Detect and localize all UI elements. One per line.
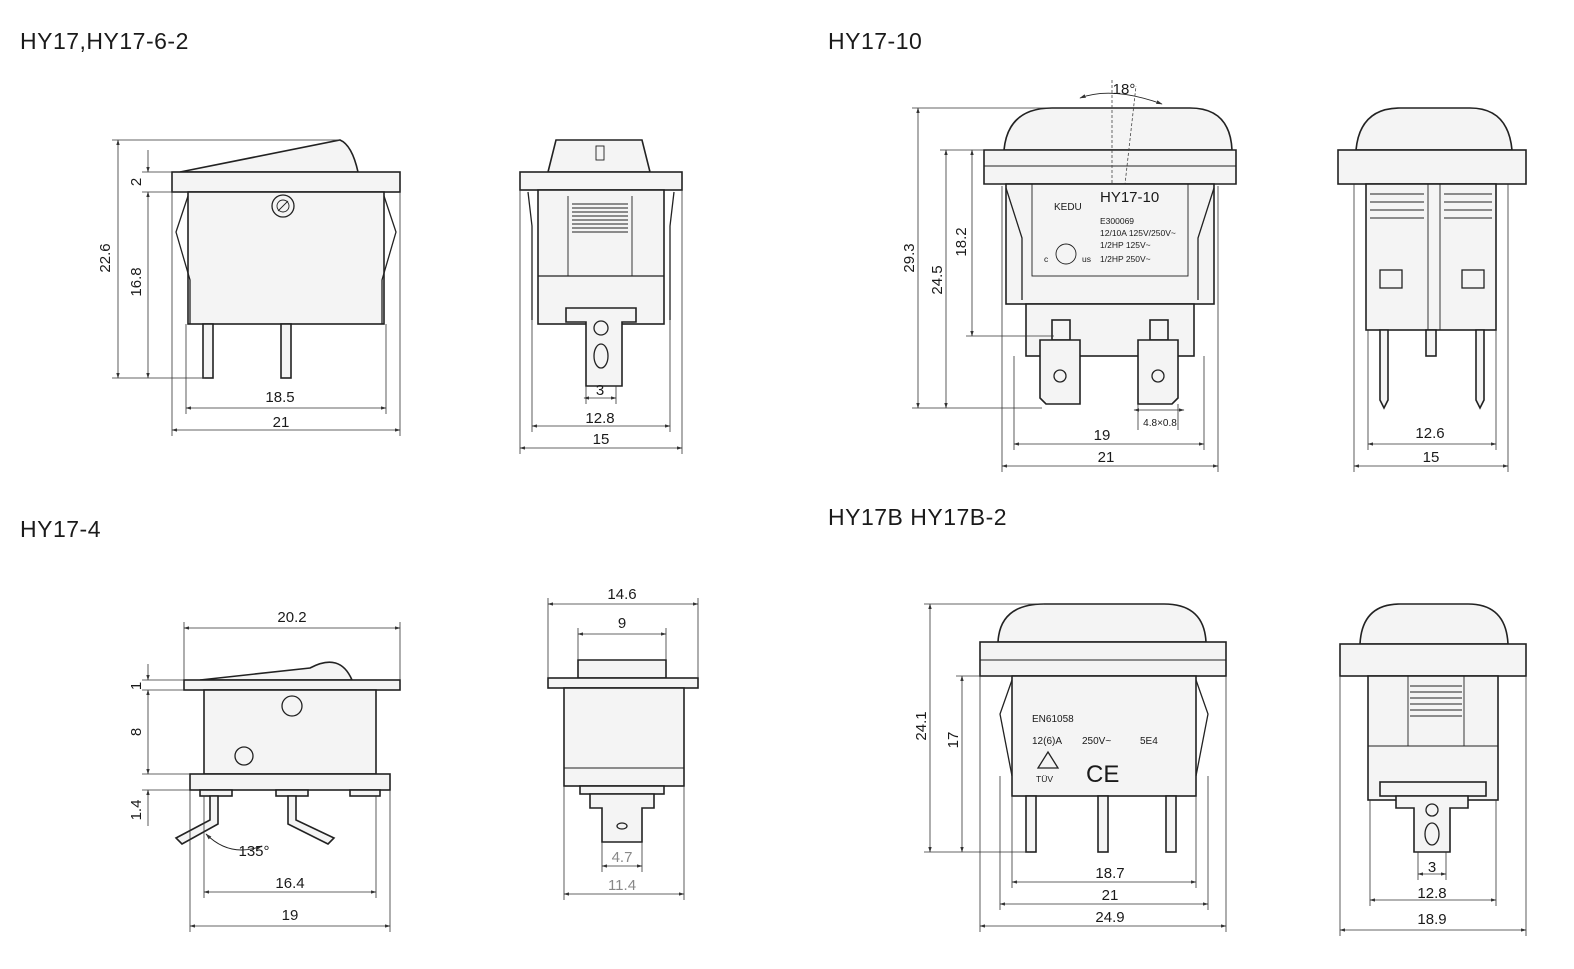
hy17-10-rocker-angle: 18° [1113,81,1136,98]
hy17b-label-standard: EN61058 [1032,714,1074,725]
section-title-hy17: HY17,HY17-6-2 [20,28,189,54]
hy17b-front-view: EN61058 12(6)A 250V~ 5E4 TÜV CE 24.1 17 … [913,603,1227,932]
hy17b-side-housing [1367,675,1499,801]
dim-hy17-4-base: 1.4 [128,800,145,821]
hy17-10-label-file: E300069 [1100,216,1134,226]
dim-hy17b-mid: 21 [1102,887,1119,904]
dim-hy17-10-height-total: 29.3 [901,243,918,272]
hy17-10-label-hp2: 1/2HP 250V~ [1100,254,1151,264]
hy17-side-actuator [546,139,652,173]
dim-hy17b-side-pin: 3 [1428,859,1436,876]
hy17-10-side-cap [1355,107,1513,151]
dim-hy17-4-cap: 1 [128,682,145,690]
hy17b-label-voltage: 250V~ [1082,736,1111,747]
dim-hy17-4-width-top: 20.2 [277,609,306,626]
hy17-10-label-cert: c [1044,254,1049,264]
hy17b-side-view: 3 12.8 18.9 [1339,603,1527,936]
hy17b-rocker-cap [997,603,1207,643]
hy17-4-bezel [183,679,401,691]
hy17-side-view: 3 12.8 15 [519,139,683,454]
hy17-front-view: 22.6 16.8 2 18.5 21 [97,139,401,436]
ul-mark-icon [1055,243,1077,265]
hy17-10-label-model: HY17-10 [1100,189,1159,206]
hy17-4-housing [203,689,377,775]
hy17-housing [187,191,385,325]
dim-hy17b-inner: 18.7 [1095,865,1124,882]
dim-hy17b-side-inner: 12.8 [1417,885,1446,902]
section-title-hy17-4: HY17-4 [20,516,101,542]
hy17-10-side-housing [1365,183,1497,331]
hy17b-label-tuv: TÜV [1036,774,1053,784]
dim-hy17-height-body: 16.8 [128,267,145,296]
hy17-4-front-view: 135° 20.2 1 8 1.4 16.4 19 [128,609,401,932]
hy17-pin-left [202,323,214,379]
section-title-hy17-10: HY17-10 [828,28,923,54]
dim-hy17b-side-width: 18.9 [1417,911,1446,928]
hy17-pin-center [280,323,292,379]
dim-hy17-4-side-tab: 4.7 [612,849,633,866]
hy17-4-side-view: 14.6 9 4.7 11.4 [547,586,699,900]
hy17-rocker-actuator [179,139,359,173]
hy17-side-pin [565,307,637,387]
dim-hy17-side-pin: 3 [596,382,604,399]
hy17-10-rocker-cap [1003,107,1233,151]
hy17-10-bezel [983,149,1237,185]
hy17-10-side-bezel [1337,149,1527,185]
hy17-10-side-view: 12.6 15 [1337,107,1527,472]
dim-hy17-cap: 2 [128,178,145,186]
tuv-triangle-icon [1036,750,1060,769]
hy17b-bezel [979,641,1227,677]
hy17-bezel [171,171,401,193]
hy17-10-housing [1005,183,1215,305]
hy17b-label-ce: CE [1086,761,1119,788]
dim-hy17-width: 21 [273,414,290,431]
dim-hy17-10-inner: 19 [1094,427,1111,444]
hy17-4-side-housing [563,687,685,787]
hy17-10-terminal-right [1137,339,1179,405]
hy17-4-side-actuator [577,659,667,679]
hy17-4-lead-right [287,795,336,845]
hy17-4-lead-left [174,795,219,845]
dim-hy17b-width: 24.9 [1095,909,1124,926]
hy17-10-label-us: us [1082,254,1091,264]
dim-hy17-4-side-top: 14.6 [607,586,636,603]
dim-hy17-4-side-body: 11.4 [608,877,636,894]
hy17-4-base [189,773,391,791]
dim-hy17-10-height-body: 18.2 [953,227,970,256]
section-title-hy17b: HY17B HY17B-2 [828,504,1008,530]
hy17-side-housing [537,189,665,325]
dim-hy17-4-inner: 16.4 [275,875,304,892]
dim-hy17-10-terminal: 4.8×0.8 [1143,418,1177,429]
hy17b-label-code: 5E4 [1140,736,1158,747]
hy17-4-rocker [199,661,354,681]
dim-hy17-10-width: 21 [1098,449,1115,466]
dim-hy17-10-side-width: 15 [1423,449,1440,466]
dim-hy17-10-height-mid: 24.5 [929,265,946,294]
hy17-10-terminal-left [1039,339,1081,405]
hy17-side-bezel [519,171,683,191]
dim-hy17b-height-total: 24.1 [913,711,930,740]
dim-hy17-10-side-inner: 12.6 [1415,425,1444,442]
hy17-10-front-view: 18° KEDU HY17-10 E300069 12/10A 125V/250… [901,80,1237,472]
hy17b-label-rating: 12(6)A [1032,736,1062,747]
hy17b-side-pin [1395,795,1469,853]
hy17-10-label-brand: KEDU [1054,202,1082,213]
dim-hy17-4-angle: 135° [238,843,269,860]
dim-hy17-height-total: 22.6 [97,243,114,272]
hy17b-side-bezel [1339,643,1527,677]
hy17b-side-cap [1359,603,1509,645]
hy17-4-side-bezel [547,677,699,689]
hy17-10-label-hp1: 1/2HP 125V~ [1100,240,1151,250]
dim-hy17-4-body: 8 [128,728,145,736]
dim-hy17b-height-body: 17 [945,732,962,749]
hy17-4-side-tab [589,793,655,843]
hy17-10-label-rating: 12/10A 125V/250V~ [1100,228,1176,238]
dim-hy17-side-width: 15 [593,431,610,448]
dim-hy17-4-width: 19 [282,907,299,924]
dim-hy17-pin-span: 18.5 [265,389,294,406]
dim-hy17-side-inner: 12.8 [585,410,614,427]
dim-hy17-4-side-actuator: 9 [618,615,626,632]
